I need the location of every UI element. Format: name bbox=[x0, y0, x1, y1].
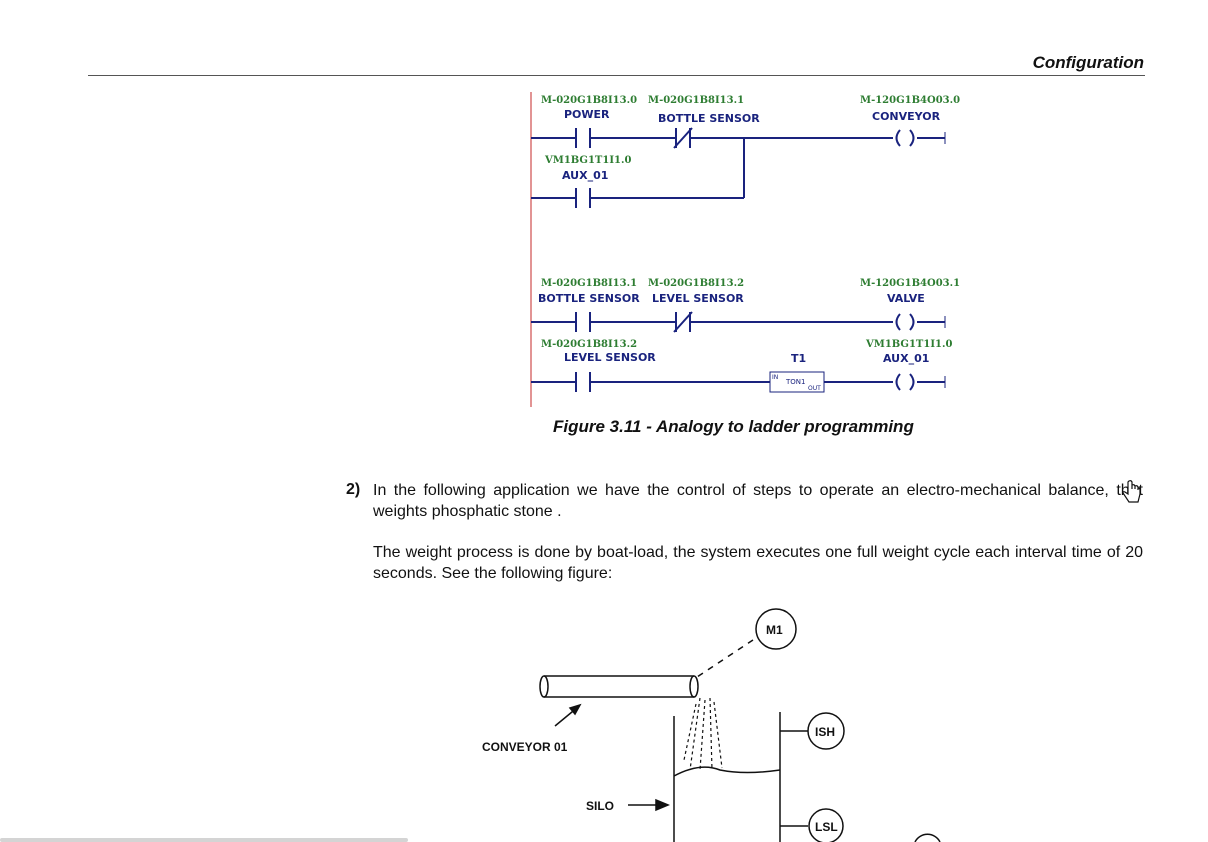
aux-address: VM1BG1T1I1.0 bbox=[544, 155, 631, 166]
conveyor-address: M-120G1B4O03.0 bbox=[860, 95, 960, 106]
aux-label: AUX_01 bbox=[562, 169, 608, 182]
valve-label: VALVE bbox=[887, 292, 925, 305]
ish-label: ISH bbox=[815, 725, 835, 739]
lsl-sensor bbox=[808, 808, 844, 842]
coil-conveyor bbox=[895, 129, 901, 147]
hand-cursor-icon bbox=[1122, 480, 1141, 503]
aux-2-label: AUX_01 bbox=[883, 352, 929, 365]
level-sensor-2-label: LEVEL SENSOR bbox=[564, 351, 656, 364]
aux-2-address: VM1BG1T1I1.0 bbox=[865, 339, 952, 350]
bottle-sensor-2-label: BOTTLE SENSOR bbox=[538, 292, 640, 305]
lsl-label: LSL bbox=[815, 820, 838, 834]
item-number: 2) bbox=[346, 481, 361, 498]
item-paragraph-2: The weight process is done by boat-load,… bbox=[373, 544, 1143, 582]
bottle-sensor-2-address: M-020G1B8I13.1 bbox=[541, 278, 637, 289]
item-paragraph-1: In the following application we have the… bbox=[373, 482, 1143, 520]
ish-sensor bbox=[807, 712, 845, 750]
level-sensor-2-address: M-020G1B8I13.2 bbox=[541, 339, 637, 350]
bottle-sensor-address: M-020G1B8I13.1 bbox=[648, 95, 744, 106]
coil-aux bbox=[895, 373, 901, 391]
timer-in: IN bbox=[772, 374, 778, 381]
conveyor-01-label: CONVEYOR 01 bbox=[482, 740, 568, 754]
power-label: POWER bbox=[564, 108, 610, 121]
silo-label: SILO bbox=[586, 799, 614, 813]
timer-out: OUT bbox=[808, 385, 821, 392]
ladder-diagram bbox=[530, 92, 946, 407]
header-divider bbox=[88, 75, 1145, 76]
motor-m1 bbox=[755, 608, 797, 650]
silo-diagram bbox=[539, 608, 941, 842]
valve-address: M-120G1B4O03.1 bbox=[860, 278, 960, 289]
coil-valve bbox=[895, 313, 901, 331]
conveyor-label: CONVEYOR bbox=[872, 110, 941, 123]
level-sensor-address: M-020G1B8I13.2 bbox=[648, 278, 744, 289]
timer-block-name: TON1 bbox=[785, 378, 805, 386]
figure-caption: Figure 3.11 - Analogy to ladder programm… bbox=[553, 417, 914, 436]
page-header-title: Configuration bbox=[1032, 53, 1144, 72]
timer-label: T1 bbox=[791, 352, 806, 365]
power-address: M-020G1B8I13.0 bbox=[541, 95, 637, 106]
motor-label: M1 bbox=[766, 623, 783, 637]
level-sensor-label: LEVEL SENSOR bbox=[652, 292, 744, 305]
bottle-sensor-label: BOTTLE SENSOR bbox=[658, 112, 760, 125]
horizontal-scrollbar[interactable] bbox=[0, 838, 408, 842]
